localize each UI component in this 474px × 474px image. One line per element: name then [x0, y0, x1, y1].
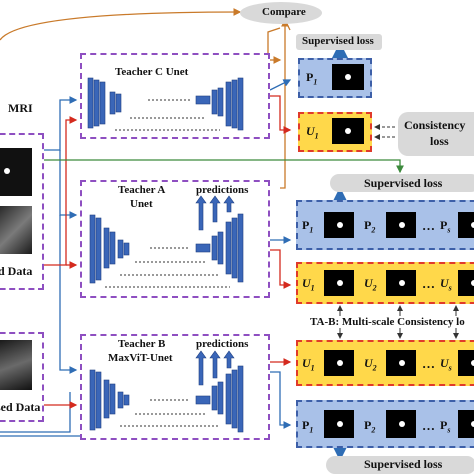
subscript: s — [447, 225, 451, 235]
teacher-b-p1-label: P1 — [302, 418, 313, 434]
compare-label: Compare — [262, 6, 306, 18]
p-letter: P — [306, 70, 314, 84]
subscript: 1 — [309, 225, 314, 235]
subscript: 1 — [313, 77, 318, 87]
teacher-b-u1-image — [324, 350, 354, 376]
bottom-supervised-loss — [326, 456, 474, 474]
teacher-c-u1-label: U1 — [306, 124, 319, 140]
subscript: 2 — [371, 425, 376, 435]
p-letter: P — [302, 218, 310, 232]
teacher-b-predictions-label: predictions — [196, 338, 249, 350]
top-supervised-loss-label: Supervised loss — [302, 35, 374, 47]
teacher-a-p2-image — [386, 212, 416, 238]
subscript: 1 — [310, 363, 315, 373]
teacher-a-u1-image — [324, 270, 354, 296]
teacher-a-p1-image — [324, 212, 354, 238]
teacher-a-ellipsis: … — [422, 218, 435, 233]
teacher-b-p2-label: P2 — [364, 418, 375, 434]
teacher-a-title-2: Unet — [130, 198, 153, 210]
teacher-a-panel — [80, 180, 270, 298]
teacher-a-title-1: Teacher A — [118, 184, 166, 196]
teacher-c-p1-image — [332, 64, 364, 90]
mri-scan-image — [0, 206, 32, 254]
u-letter: U — [302, 356, 311, 370]
teacher-a-u1-label: U1 — [302, 276, 315, 292]
teacher-b-us-label: Us — [440, 356, 452, 372]
teacher-b-u2-label: U2 — [364, 356, 377, 372]
unlabeled-data-label: sed Data — [0, 400, 41, 414]
top-supervised-loss — [296, 34, 382, 50]
p-letter: P — [302, 418, 310, 432]
bottom-supervised-loss-label: Supervised loss — [364, 457, 443, 471]
mid-supervised-loss-label: Supervised loss — [364, 176, 443, 190]
teacher-b-p2-image — [386, 410, 416, 438]
teacher-c-u1-image — [332, 118, 364, 144]
multiscale-consistency-label: TA-B: Multi-scale Consistency lo — [308, 316, 467, 328]
teacher-a-u2-label: U2 — [364, 276, 377, 292]
consistency-loss-line1: Consistency — [404, 118, 466, 132]
teacher-b-title-1: Teacher B — [118, 338, 166, 350]
teacher-c-p1-label: P1 — [306, 70, 317, 86]
teacher-b-ellipsis: … — [422, 418, 435, 433]
teacher-a-us-image — [458, 270, 474, 296]
teacher-a-ps-image — [458, 212, 474, 238]
u-letter: U — [440, 276, 449, 290]
teacher-c-title: Teacher C Unet — [115, 66, 189, 78]
p-letter: P — [440, 218, 448, 232]
compare-node — [240, 2, 322, 24]
u-letter: U — [306, 124, 315, 138]
teacher-b-ps-label: Ps — [440, 418, 450, 434]
u-letter: U — [364, 356, 373, 370]
p-letter: P — [440, 418, 448, 432]
teacher-b-ps-image — [458, 410, 474, 438]
subscript: 1 — [314, 131, 319, 141]
u-letter: U — [302, 276, 311, 290]
subscript: 2 — [372, 283, 377, 293]
teacher-b-us-image — [458, 350, 474, 376]
teacher-b-p1-image — [324, 410, 354, 438]
mid-supervised-loss — [330, 174, 474, 192]
p-letter: P — [364, 418, 372, 432]
teacher-b-u-ellipsis: … — [422, 356, 435, 371]
subscript: 2 — [371, 225, 376, 235]
subscript: s — [447, 425, 451, 435]
teacher-a-ps-label: Ps — [440, 218, 450, 234]
subscript: 2 — [372, 363, 377, 373]
teacher-b-u1-label: U1 — [302, 356, 315, 372]
subscript: s — [448, 363, 452, 373]
subscript: 1 — [310, 283, 315, 293]
teacher-a-predictions-label: predictions — [196, 184, 249, 196]
tumor-spot — [4, 168, 10, 174]
consistency-loss-node — [398, 112, 474, 156]
teacher-a-u-ellipsis: … — [422, 276, 435, 291]
labeled-data-label: d Data — [0, 264, 33, 278]
unlabeled-mri-image — [0, 340, 32, 390]
consistency-loss-line2: loss — [430, 134, 449, 148]
teacher-b-title-2: MaxViT-Unet — [108, 352, 173, 364]
mri-label: MRI — [8, 101, 33, 115]
u-letter: U — [440, 356, 449, 370]
teacher-a-p1-label: P1 — [302, 218, 313, 234]
teacher-a-us-label: Us — [440, 276, 452, 292]
teacher-b-u2-image — [386, 350, 416, 376]
p-letter: P — [364, 218, 372, 232]
teacher-a-u2-image — [386, 270, 416, 296]
subscript: s — [448, 283, 452, 293]
u-letter: U — [364, 276, 373, 290]
subscript: 1 — [309, 425, 314, 435]
teacher-a-p2-label: P2 — [364, 218, 375, 234]
